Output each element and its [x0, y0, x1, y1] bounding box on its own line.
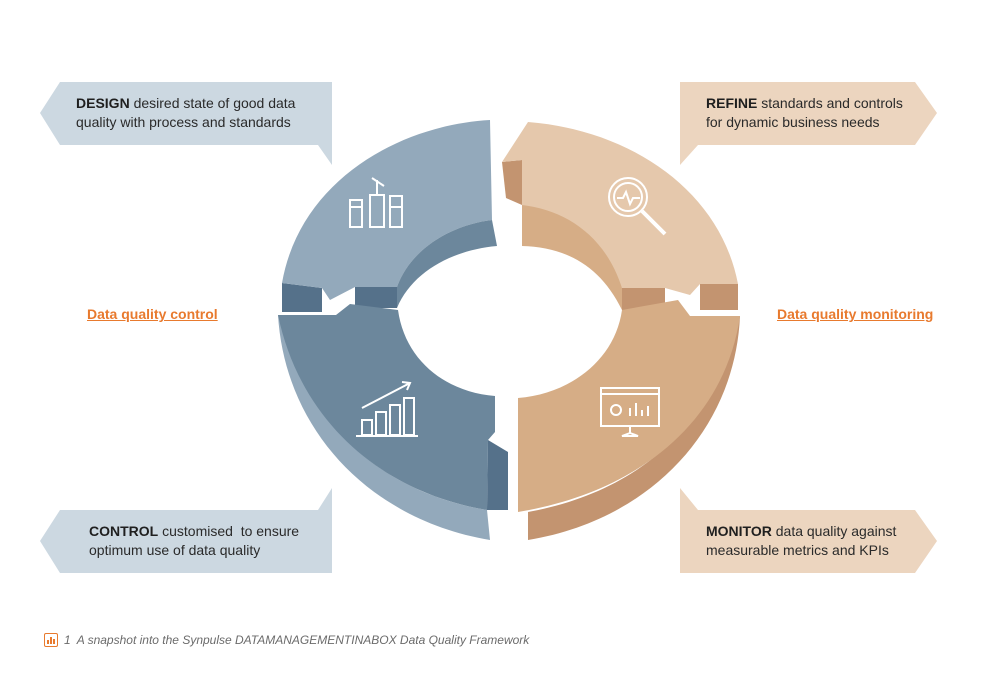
callout-control-bold: CONTROL [89, 523, 159, 539]
segment-refine-side [502, 160, 522, 205]
segment-monitor-wall [528, 316, 740, 540]
callout-design: DESIGN desired state of good data qualit… [76, 94, 295, 132]
segment-design-side-2 [355, 287, 397, 308]
label-data-quality-control: Data quality control [87, 306, 218, 322]
chart-icon [44, 633, 58, 647]
callout-control-shape [40, 488, 332, 573]
segment-refine-side-3 [700, 284, 738, 310]
callout-refine-bold: REFINE [706, 95, 758, 111]
callout-design-shape [40, 82, 332, 165]
segment-refine-inner [522, 205, 622, 310]
segment-design-inner [397, 220, 497, 308]
callout-control: CONTROL customised to ensure optimum use… [89, 522, 299, 560]
figure-caption: 1 A snapshot into the Synpulse DATAMANAG… [44, 633, 529, 647]
magnifier-pulse-icon [608, 177, 667, 236]
callout-control-line1: customised to ensure [158, 523, 300, 539]
callout-design-line2: quality with process and standards [76, 114, 291, 130]
segment-control-wall [278, 315, 490, 540]
callout-monitor-shape [680, 488, 937, 573]
callout-control-line2: optimum use of data quality [89, 542, 261, 558]
callout-monitor-bold: MONITOR [706, 523, 772, 539]
bar-chart-growth-icon [356, 381, 418, 437]
callout-refine-line1: standards and controls [757, 95, 903, 111]
caption-text: A snapshot into the Synpulse DATAMANAGEM… [76, 633, 530, 647]
callout-monitor: MONITOR data quality against measurable … [706, 522, 896, 560]
caption-number: 1 [64, 633, 71, 647]
segment-control-cut [487, 440, 508, 510]
label-data-quality-monitoring: Data quality monitoring [777, 306, 934, 322]
callout-refine: REFINE standards and controls for dynami… [706, 94, 903, 132]
segment-monitor [518, 300, 740, 512]
callout-design-line1: desired state of good data [129, 95, 296, 111]
callout-refine-shape [680, 82, 937, 165]
callout-monitor-line1: data quality against [771, 523, 897, 539]
callout-refine-line2: for dynamic business needs [706, 114, 880, 130]
segment-design-side [282, 283, 322, 312]
monitor-dashboard-icon [600, 387, 660, 437]
segment-design [282, 120, 492, 300]
callout-design-bold: DESIGN [76, 95, 130, 111]
callout-monitor-line2: measurable metrics and KPIs [706, 542, 889, 558]
segment-control [278, 304, 495, 510]
hands-raised-icon [349, 177, 403, 228]
